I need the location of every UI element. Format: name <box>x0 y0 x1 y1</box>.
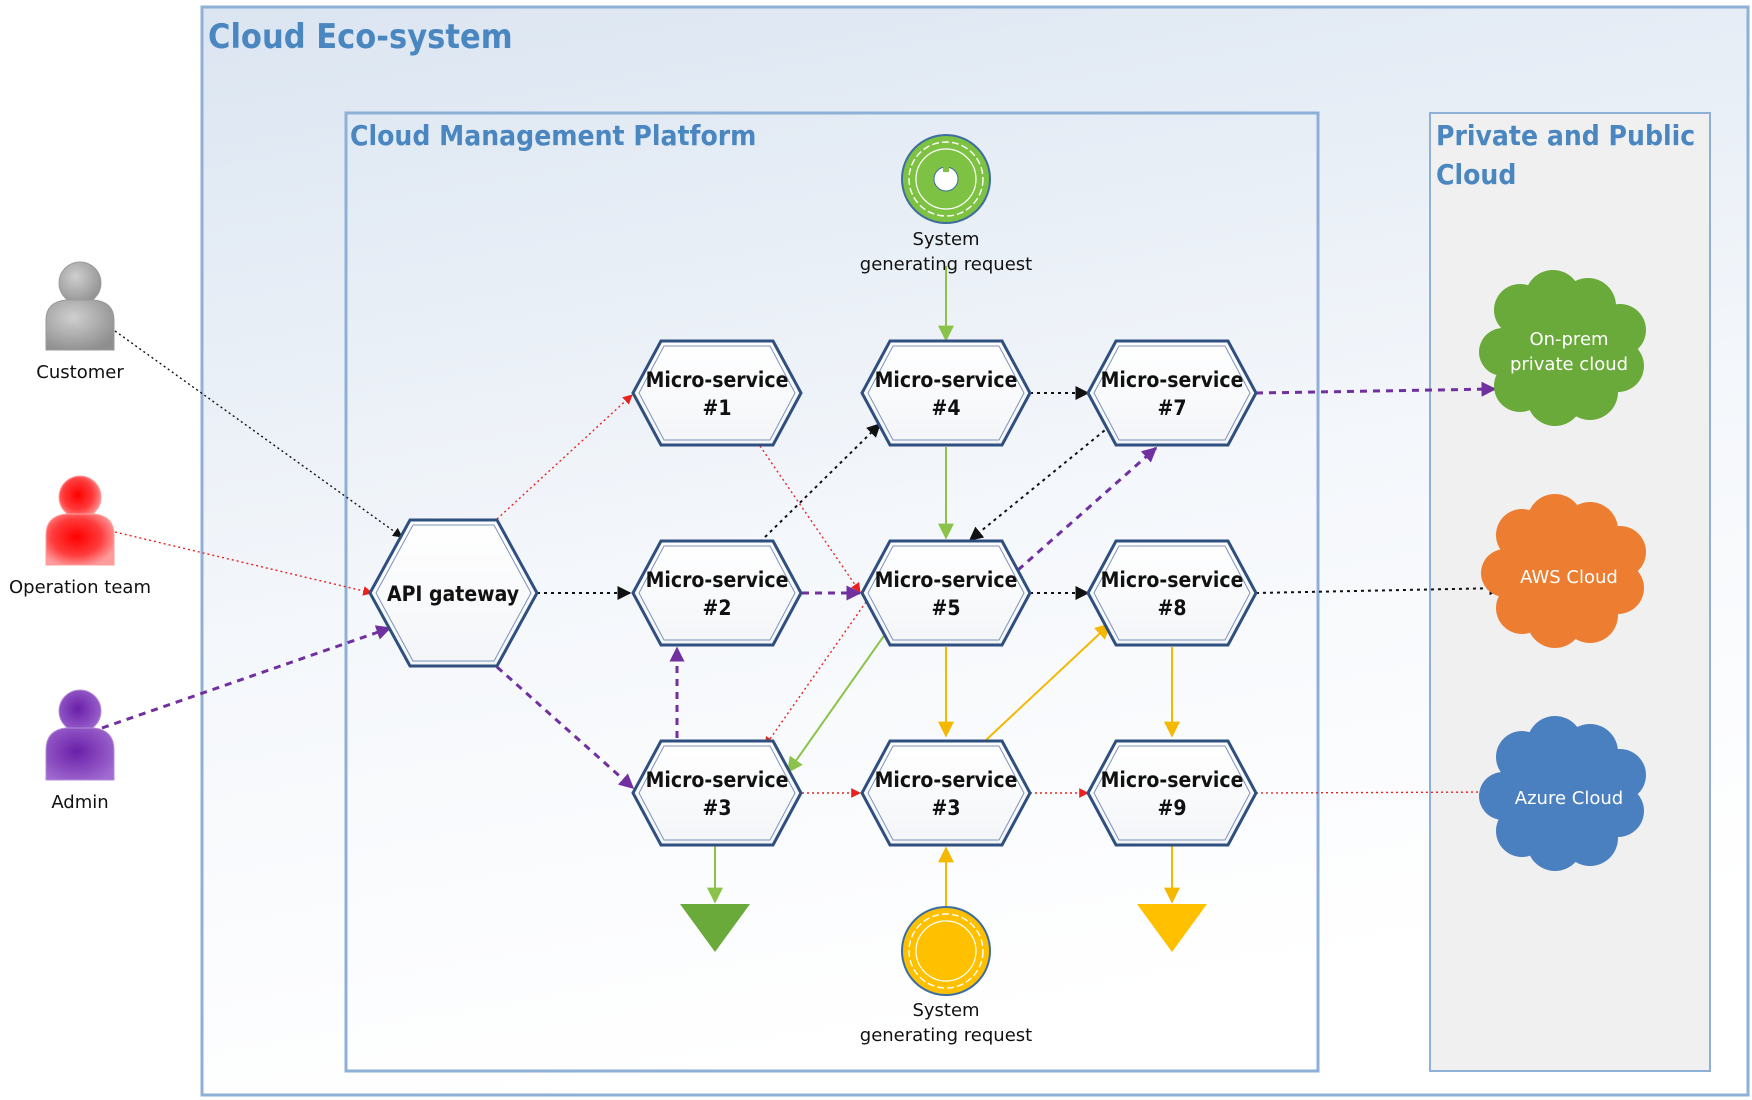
cloud-aws-label: AWS Cloud <box>1520 567 1618 588</box>
flow-ms9-to-azure <box>1255 787 1497 797</box>
start-event-bottom[interactable]: System generating request <box>860 906 1032 1046</box>
flow-customer-to-gateway <box>114 330 403 538</box>
actor-operation-label: Operation team <box>9 577 151 598</box>
cloud-icon <box>1481 494 1646 648</box>
micro-service-3b-name: Micro-service <box>875 768 1018 792</box>
cloud-icon <box>1479 270 1646 426</box>
person-icon <box>45 261 115 351</box>
actor-operation-team[interactable]: Operation team <box>9 475 151 598</box>
micro-service-3a-number: #3 <box>703 796 732 820</box>
flow-operation-to-gateway <box>114 531 373 596</box>
end-event-yellow-icon <box>1137 904 1207 952</box>
micro-service-8-name: Micro-service <box>1101 568 1244 592</box>
cloud-azure[interactable]: Azure Cloud <box>1479 716 1646 871</box>
cloud-onprem-label-1: On-prem <box>1529 329 1608 350</box>
micro-service-7-number: #7 <box>1158 396 1187 420</box>
start-event-bottom-label-2: generating request <box>860 1025 1032 1046</box>
micro-service-3a[interactable]: Micro-service #3 <box>631 739 803 847</box>
platform-title: Cloud Management Platform <box>350 119 756 152</box>
end-event-green-icon <box>680 904 750 952</box>
person-icon <box>45 689 115 781</box>
micro-service-2[interactable]: Micro-service #2 <box>631 539 803 647</box>
micro-service-4[interactable]: Micro-service #4 <box>860 339 1032 447</box>
flow-gateway-to-ms3a <box>496 665 635 790</box>
micro-service-4-name: Micro-service <box>875 368 1018 392</box>
micro-service-1-number: #1 <box>703 396 732 420</box>
clouds-title-line2: Cloud <box>1436 158 1516 191</box>
api-gateway-label: API gateway <box>387 582 519 606</box>
actor-admin[interactable]: Admin <box>45 689 115 813</box>
person-icon <box>45 475 115 566</box>
flow-ms7-to-onprem <box>1255 381 1497 397</box>
flow-ms5-to-ms3a <box>764 601 867 747</box>
start-event-top-label-2: generating request <box>860 254 1032 275</box>
cloud-icon <box>1479 716 1646 871</box>
start-event-bottom-label-1: System <box>912 1000 979 1021</box>
platform-frame: Cloud Management Platform <box>344 111 1320 1073</box>
micro-service-9[interactable]: Micro-service #9 <box>1086 739 1258 847</box>
flow-ms8-to-aws <box>1255 581 1504 596</box>
micro-service-9-number: #9 <box>1158 796 1187 820</box>
micro-service-2-number: #2 <box>703 596 732 620</box>
flow-ms7-to-ms5 <box>968 425 1111 541</box>
micro-service-8-number: #8 <box>1158 596 1187 620</box>
actor-admin-label: Admin <box>51 792 108 813</box>
flow-ms5-to-ms3a-green <box>787 629 889 774</box>
micro-service-1-name: Micro-service <box>646 368 789 392</box>
micro-service-7[interactable]: Micro-service #7 <box>1086 339 1258 447</box>
clouds-title-line1: Private and Public <box>1436 119 1695 152</box>
cloud-onprem[interactable]: On-prem private cloud <box>1479 270 1646 426</box>
micro-service-4-number: #4 <box>932 396 961 420</box>
micro-service-3a-name: Micro-service <box>646 768 789 792</box>
start-event-top[interactable]: System generating request <box>860 134 1032 275</box>
micro-service-5-number: #5 <box>932 596 961 620</box>
start-event-bottom-icon <box>901 906 991 996</box>
cloud-aws[interactable]: AWS Cloud <box>1481 494 1646 648</box>
micro-service-9-name: Micro-service <box>1101 768 1244 792</box>
actor-customer[interactable]: Customer <box>36 261 124 383</box>
actor-customer-label: Customer <box>36 362 124 383</box>
flow-ms3b-to-ms8 <box>985 622 1112 741</box>
flow-ms2-to-ms4 <box>759 423 881 543</box>
micro-service-3b[interactable]: Micro-service #3 <box>860 739 1032 847</box>
api-gateway-node[interactable]: API gateway <box>368 518 539 668</box>
connectors <box>101 266 1504 906</box>
micro-service-1[interactable]: Micro-service #1 <box>631 339 803 447</box>
micro-service-5[interactable]: Micro-service #5 <box>860 539 1032 647</box>
start-event-top-label-1: System <box>912 229 979 250</box>
micro-service-3b-number: #3 <box>932 796 961 820</box>
micro-service-8[interactable]: Micro-service #8 <box>1086 539 1258 647</box>
micro-service-2-name: Micro-service <box>646 568 789 592</box>
flow-gateway-to-ms1 <box>496 394 633 520</box>
cloud-azure-label: Azure Cloud <box>1515 788 1623 809</box>
cloud-onprem-label-2: private cloud <box>1510 354 1628 375</box>
micro-service-7-name: Micro-service <box>1101 368 1244 392</box>
micro-service-5-name: Micro-service <box>875 568 1018 592</box>
ecosystem-title: Cloud Eco-system <box>208 17 513 57</box>
flow-ms5-to-ms7 <box>1017 446 1158 572</box>
